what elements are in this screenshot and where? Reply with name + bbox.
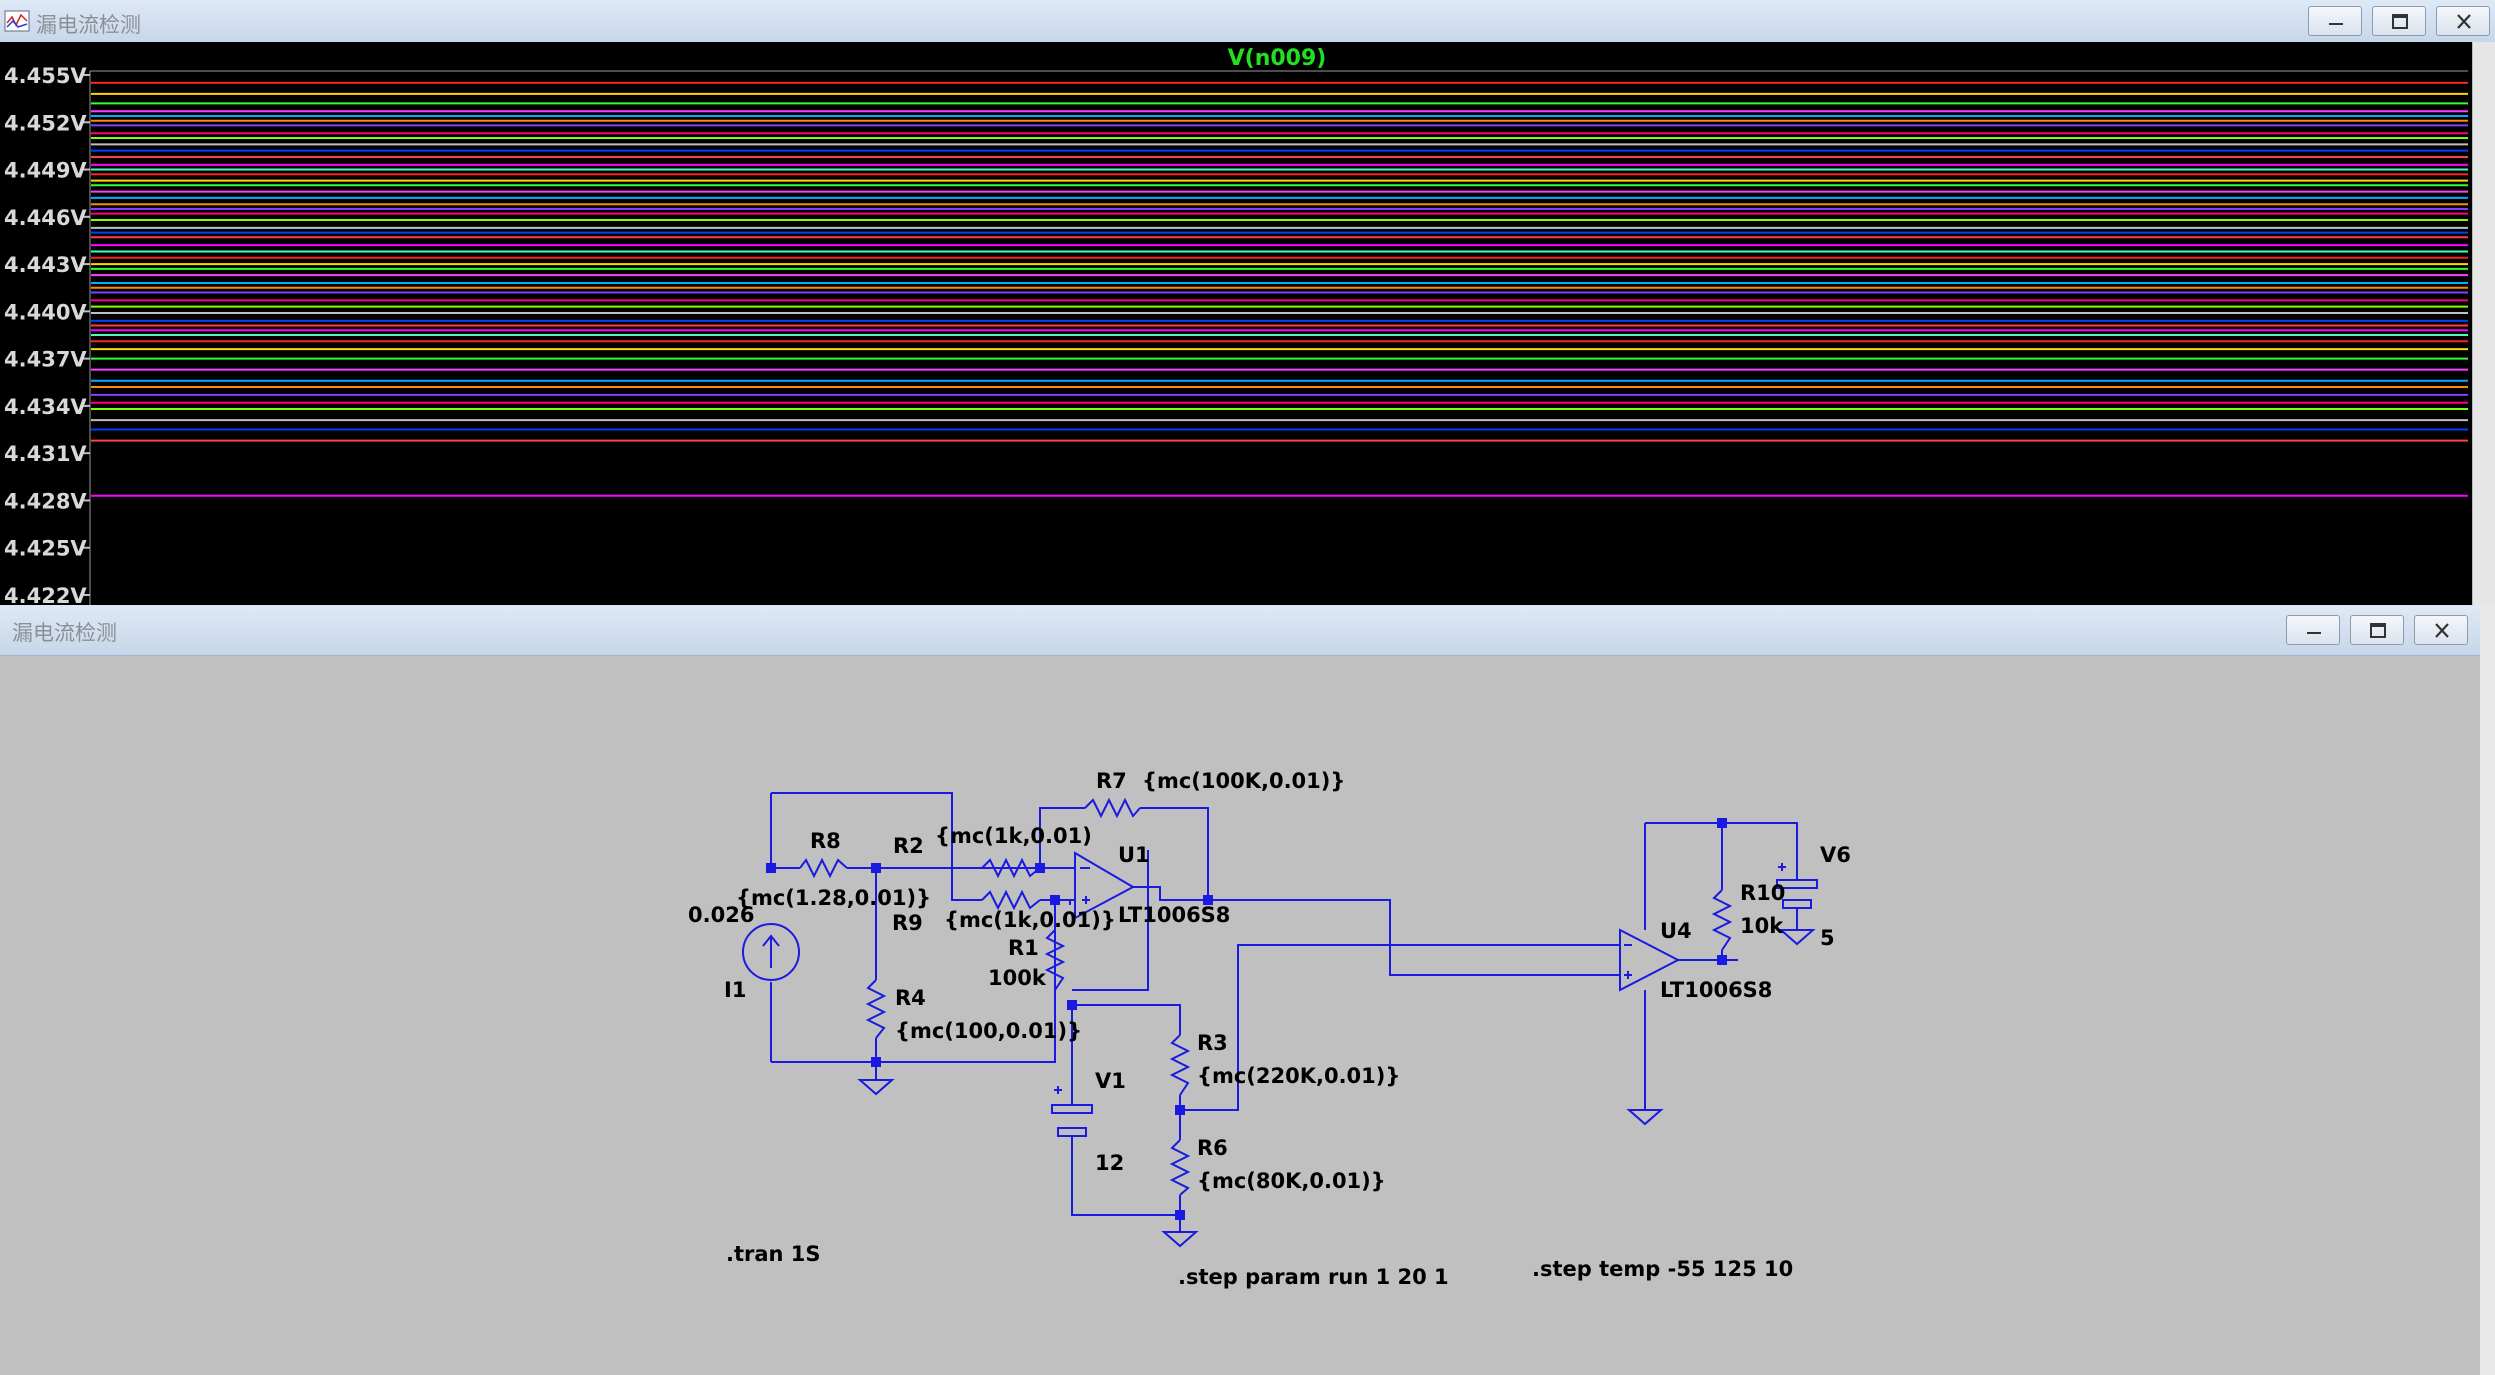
waveform-window-title: 漏电流检测 [36, 13, 141, 37]
y-tick-label: 4.452V [4, 111, 87, 135]
resistor-r1 [1044, 929, 1066, 991]
value-v6[interactable]: 5 [1820, 926, 1835, 950]
y-tick-label: 4.422V [4, 584, 87, 608]
schematic-wires [770, 792, 1798, 1232]
resistor-r8 [799, 857, 848, 879]
screen-edge [2480, 605, 2495, 1375]
resistor-r4 [865, 979, 887, 1039]
label-r9[interactable]: R9 [892, 911, 923, 935]
junction-dots [766, 818, 1727, 1220]
waveform-window: 漏电流检测 4.455V 4.452V 4.449V 4.446V 4.443V 4.44… [0, 0, 2495, 610]
value-v1[interactable]: 12 [1095, 1151, 1124, 1175]
label-r7[interactable]: R7 [1096, 769, 1127, 793]
schematic-minimize-button[interactable] [2286, 615, 2340, 645]
label-r2[interactable]: R2 [893, 834, 924, 858]
waveform-chart[interactable]: 4.455V 4.452V 4.449V 4.446V 4.443V 4.440V 4.43… [0, 42, 2472, 610]
close-icon [2457, 14, 2471, 29]
y-tick-label: 4.446V [4, 206, 87, 230]
resistor-r7 [1084, 797, 1141, 819]
schematic-maximize-button[interactable] [2350, 615, 2404, 645]
value-r9[interactable]: {mc(1k,0.01)} [944, 908, 1116, 932]
label-v6[interactable]: V6 [1820, 843, 1851, 867]
value-r2[interactable]: {mc(1k,0.01) [935, 824, 1092, 848]
y-axis: 4.455V 4.452V 4.449V 4.446V 4.443V 4.440V 4.43… [4, 64, 2468, 610]
ground-symbols [857, 929, 1816, 1248]
y-tick-label: 4.443V [4, 253, 87, 277]
schematic-window-title: 漏电流检测 [12, 621, 117, 645]
waveform-maximize-button[interactable] [2372, 6, 2426, 36]
label-i1[interactable]: I1 [724, 978, 746, 1002]
y-tick-label: 4.428V [4, 489, 87, 513]
resistor-r3 [1169, 1034, 1191, 1096]
value-r8[interactable]: {mc(1.28,0.01)} [736, 886, 931, 910]
label-u1[interactable]: U1 [1118, 843, 1150, 867]
minimize-icon [2307, 632, 2321, 634]
label-r4[interactable]: R4 [895, 986, 926, 1010]
maximize-icon [2392, 14, 2408, 29]
current-source-i1 [742, 923, 800, 981]
resistor-r9 [981, 889, 1041, 911]
waveform-window-titlebar[interactable]: 漏电流检测 [0, 0, 2495, 43]
schematic-labels: R8 {mc(1.28,0.01)} R2 {mc(1k,0.01) R9 {m… [688, 769, 1851, 1289]
y-tick-label: 4.434V [4, 395, 87, 419]
value-r1[interactable]: 100k [988, 966, 1047, 990]
maximize-icon [2370, 623, 2386, 638]
schematic-window-titlebar[interactable]: 漏电流检测 [0, 605, 2480, 656]
resistor-r6 [1169, 1139, 1191, 1196]
resistor-r2 [981, 857, 1041, 879]
y-tick-label: 4.431V [4, 442, 87, 466]
label-r1[interactable]: R1 [1008, 936, 1039, 960]
part-u1[interactable]: LT1006S8 [1118, 903, 1230, 927]
trace-lines [91, 81, 2468, 497]
value-r4[interactable]: {mc(100,0.01)} [895, 1019, 1082, 1043]
y-tick-label: 4.455V [4, 64, 87, 88]
label-r10[interactable]: R10 [1740, 881, 1785, 905]
voltage-source-v1 [1051, 1080, 1093, 1140]
waveform-minimize-button[interactable] [2308, 6, 2362, 36]
label-r6[interactable]: R6 [1197, 1136, 1228, 1160]
spice-directive-step-param[interactable]: .step param run 1 20 1 [1178, 1265, 1449, 1289]
y-tick-label: 4.440V [4, 300, 87, 324]
spice-directive-step-temp[interactable]: .step temp -55 125 10 [1532, 1257, 1793, 1281]
value-r10[interactable]: 10k [1740, 914, 1784, 938]
label-r3[interactable]: R3 [1197, 1031, 1228, 1055]
close-icon [2435, 623, 2449, 638]
value-i1[interactable]: 0.026 [688, 903, 754, 927]
schematic-drawing[interactable]: R8 {mc(1.28,0.01)} R2 {mc(1k,0.01) R9 {m… [0, 656, 2480, 1375]
value-r7[interactable]: {mc(100K,0.01)} [1142, 769, 1345, 793]
waveform-app-icon [4, 10, 30, 32]
resistor-r10 [1711, 889, 1733, 951]
trace-label[interactable]: V(n009) [1228, 46, 1327, 71]
y-tick-label: 4.425V [4, 537, 87, 561]
schematic-window: 漏电流检测 [0, 605, 2480, 1375]
label-r8[interactable]: R8 [810, 829, 841, 853]
label-u4[interactable]: U4 [1660, 919, 1692, 943]
value-r6[interactable]: {mc(80K,0.01)} [1197, 1169, 1386, 1193]
part-u4[interactable]: LT1006S8 [1660, 978, 1772, 1002]
plot-frame [89, 70, 2468, 610]
opamp-u4 [1619, 928, 1722, 992]
waveform-close-button[interactable] [2436, 6, 2490, 36]
minimize-icon [2329, 23, 2343, 25]
waveform-plot-area[interactable]: 4.455V 4.452V 4.449V 4.446V 4.443V 4.440V 4.43… [0, 42, 2472, 610]
value-r3[interactable]: {mc(220K,0.01)} [1197, 1064, 1400, 1088]
spice-directive-tran[interactable]: .tran 1S [726, 1242, 821, 1266]
resistor-symbols [799, 797, 1733, 1196]
opamp-u1 [1074, 851, 1136, 920]
y-tick-label: 4.437V [4, 348, 87, 372]
waveform-window-edge [2472, 42, 2495, 610]
label-v1[interactable]: V1 [1095, 1069, 1126, 1093]
schematic-close-button[interactable] [2414, 615, 2468, 645]
voltage-source-v6 [1776, 860, 1818, 930]
schematic-canvas[interactable]: R8 {mc(1.28,0.01)} R2 {mc(1k,0.01) R9 {m… [0, 656, 2480, 1375]
y-tick-label: 4.449V [4, 159, 87, 183]
